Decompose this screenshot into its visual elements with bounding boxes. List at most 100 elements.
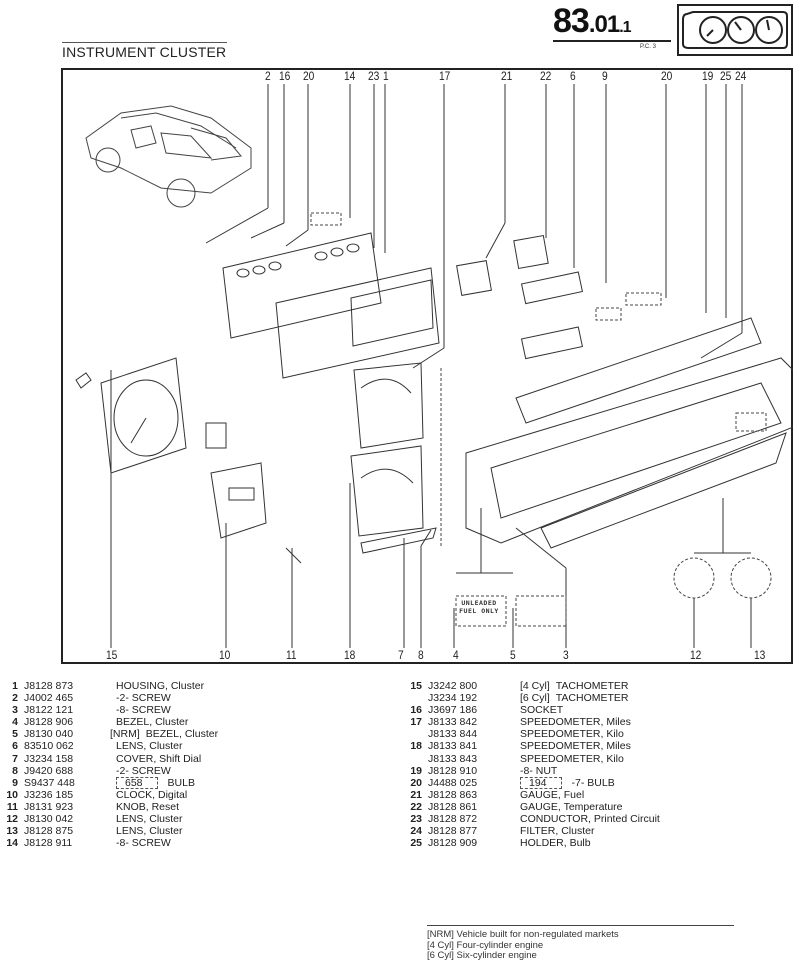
temp-gauge-illustration (513, 235, 549, 269)
callout-19: 19 (702, 69, 714, 83)
part-description-cell: GAUGE, Fuel (520, 789, 584, 801)
part-description-cell: SPEEDOMETER, Kilo (520, 753, 624, 765)
part-description-cell: LENS, Cluster (116, 813, 183, 825)
part-description: -2- SCREW (116, 692, 171, 705)
exploded-diagram-illustration (75, 84, 793, 648)
part-description-cell: -8- SCREW (116, 837, 171, 849)
item-number: 8 (12, 764, 18, 777)
part-description-cell: [NRM]BEZEL, Cluster (110, 728, 218, 740)
callout-12: 12 (690, 648, 702, 662)
part-description-cell: [6 Cyl]TACHOMETER (520, 692, 629, 704)
item-number (406, 753, 428, 765)
part-number: J8133 841 (428, 740, 478, 753)
part-description: CLOCK, Digital (116, 788, 188, 801)
item-number: 10 (6, 788, 18, 801)
section-title: INSTRUMENT CLUSTER (62, 44, 227, 60)
part-description: BEZEL, Cluster (116, 716, 189, 729)
part-number: J3234 192 (428, 692, 478, 705)
item-number (406, 692, 428, 704)
callout-20: 20 (303, 69, 315, 83)
item-number: 4 (12, 716, 18, 729)
part-description: KNOB, Reset (116, 800, 180, 813)
item-number: 12 (6, 813, 18, 826)
note-6cyl: [6 Cyl] Six-cylinder engine (427, 950, 537, 961)
part-description: SPEEDOMETER, Miles (520, 740, 631, 753)
item-number (406, 728, 428, 740)
item-number: 17 (410, 716, 422, 729)
fuel-gauge-illustration (456, 260, 492, 296)
callout-1: 1 (383, 69, 389, 83)
part-number: J8133 843 (428, 752, 478, 765)
part-description-cell: COVER, Shift Dial (116, 753, 201, 765)
bulb-holder-strip (515, 317, 762, 424)
item-number: 11 (6, 800, 18, 813)
item-number: 21 (410, 788, 422, 801)
part-description: HOLDER, Bulb (520, 837, 591, 850)
part-number: J4002 465 (24, 692, 74, 705)
callout-23: 23 (368, 69, 380, 83)
note-4cyl: [4 Cyl] Four-cylinder engine (427, 939, 544, 951)
item-number: 24 (410, 825, 422, 838)
part-description-cell: SPEEDOMETER, Miles (520, 740, 631, 752)
item-number: 9 (12, 776, 18, 789)
part-number: J8122 121 (24, 704, 74, 717)
part-number: J9420 688 (24, 764, 74, 777)
part-description: -7- BULB (571, 776, 615, 789)
tachometer-illustration (75, 357, 187, 474)
variant-tag: [6 Cyl] (520, 692, 550, 705)
part-description: -8- NUT (520, 764, 558, 777)
part-description: CONDUCTOR, Printed Circuit (520, 813, 660, 826)
part-number: J8128 872 (428, 813, 478, 826)
part-description-cell: BEZEL, Cluster (116, 716, 188, 728)
part-description-cell: [4 Cyl]TACHOMETER (520, 680, 629, 692)
item-number: 1 (12, 680, 18, 692)
callout-4: 4 (453, 648, 459, 662)
callout-13: 13 (754, 648, 766, 662)
part-description-cell: SOCKET (520, 704, 563, 716)
callout-25: 25 (720, 69, 732, 83)
callout-9: 9 (602, 69, 608, 83)
item-number: 22 (410, 800, 422, 813)
part-description: -8- SCREW (116, 704, 171, 717)
item-number: 14 (6, 837, 18, 850)
part-description-cell: SPEEDOMETER, Miles (520, 716, 631, 728)
printed-circuit (275, 267, 440, 379)
legend-notes: [NRM] Vehicle built for non-regulated ma… (427, 929, 619, 962)
part-description: GAUGE, Temperature (520, 800, 623, 813)
part-description-cell: -8- NUT (520, 765, 557, 777)
part-description: SPEEDOMETER, Kilo (520, 752, 624, 765)
clock-illustration (205, 422, 302, 564)
part-number: J8128 906 (24, 716, 74, 729)
part-description-cell: KNOB, Reset (116, 801, 179, 813)
part-number: J8128 873 (24, 680, 74, 692)
callout-14: 14 (344, 69, 356, 83)
parts-list-row: 8 J9420 688 -2- SCREW (2, 765, 218, 777)
cluster-housing (465, 357, 793, 544)
callout-22: 22 (540, 69, 552, 83)
part-description-cell: -2- SCREW (116, 692, 171, 704)
part-description-cell: GAUGE, Temperature (520, 801, 623, 813)
part-number: J3697 186 (428, 704, 478, 717)
top-leader-lines (205, 84, 743, 369)
part-description: -2- SCREW (116, 764, 171, 777)
part-number: 83510 062 (24, 740, 74, 753)
speedometer-illustration (350, 362, 437, 554)
part-description: COVER, Shift Dial (116, 752, 202, 765)
callout-17: 17 (439, 69, 451, 83)
page-code: P.C. 3 (640, 44, 656, 50)
unleaded-fuel-label: UNLEADED FUEL ONLY (459, 599, 499, 615)
part-description: SPEEDOMETER, Miles (520, 716, 631, 729)
part-description: FILTER, Cluster (520, 825, 595, 838)
item-number: 7 (12, 752, 18, 765)
callout-6: 6 (570, 69, 576, 83)
